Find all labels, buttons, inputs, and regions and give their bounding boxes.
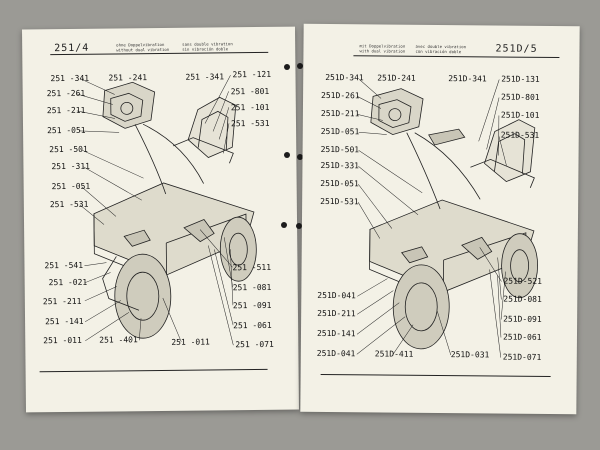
part-label: 251 -211 <box>46 105 86 116</box>
part-label: 251 -061 <box>233 320 272 331</box>
part-label: 251 -531 <box>49 199 89 210</box>
binder-hole <box>297 63 303 69</box>
part-label: 251 -051 <box>47 125 86 136</box>
part-label: 251D-211 <box>317 308 356 319</box>
part-label: 251D-081 <box>503 294 542 304</box>
part-label: 251 -531 <box>230 118 270 129</box>
part-label: 251 -501 <box>49 144 88 155</box>
part-label: 251D-331 <box>320 160 360 171</box>
part-label: 251 -051 <box>51 181 91 192</box>
part-label: 251D-071 <box>502 352 542 362</box>
part-label: 251D-531 <box>500 130 540 140</box>
binder-hole <box>284 152 290 158</box>
part-label: 251D-041 <box>316 348 356 359</box>
part-label: 251D-051 <box>320 178 359 189</box>
part-label: 251D-211 <box>320 108 360 119</box>
part-label: 251D-411 <box>374 349 414 359</box>
part-label: 251D-131 <box>501 74 540 84</box>
part-label: 251 -011 <box>171 337 210 347</box>
part-label: 251 -311 <box>51 161 91 172</box>
binder-hole <box>296 223 302 229</box>
part-label: 251D-341 <box>448 74 487 84</box>
part-label: 251 -071 <box>235 339 274 350</box>
part-label: 251 -141 <box>45 316 84 327</box>
part-label: 251 -021 <box>48 277 88 288</box>
part-label: 251 -511 <box>232 262 272 273</box>
part-label: 251 -401 <box>99 335 138 345</box>
part-label: 251D-341 <box>325 72 364 83</box>
binder-hole <box>281 222 287 228</box>
part-label: 251D-051 <box>320 126 360 137</box>
part-label: 251 -541 <box>44 260 84 271</box>
exploded-roller-drawing <box>356 79 538 358</box>
right-page: mit Doppelvibration with dual vibration … <box>300 23 580 415</box>
left-page: 251/4 ohne Doppelvibration without dual … <box>22 26 299 413</box>
part-label: 251D-521 <box>503 276 543 286</box>
part-label: 251D-501 <box>320 144 360 155</box>
part-label: 251 -341 <box>50 73 90 84</box>
part-label: 251 -081 <box>232 282 272 293</box>
part-label: 251 -091 <box>232 300 272 311</box>
part-label: 251D-061 <box>502 332 542 342</box>
part-label: 251 -101 <box>230 102 270 113</box>
part-label: 251D-531 <box>320 196 359 207</box>
part-label: 251 -261 <box>46 88 86 99</box>
part-label: 251 -801 <box>230 86 270 97</box>
binder-hole <box>284 64 290 70</box>
part-label: 251 -211 <box>42 296 82 307</box>
part-label: 251D-041 <box>317 290 356 301</box>
binder-hole <box>297 154 303 160</box>
part-label: 251D-261 <box>321 90 360 101</box>
part-label: 251D-091 <box>503 314 542 324</box>
part-label: 251D-031 <box>450 350 490 360</box>
part-label: 251D-101 <box>500 110 540 120</box>
part-label: 251 -121 <box>232 69 272 80</box>
part-label: 251D-241 <box>377 73 416 83</box>
part-label: 251 -011 <box>43 335 82 346</box>
part-label: 251 -241 <box>108 73 148 83</box>
part-label: 251D-801 <box>501 92 540 102</box>
part-label: 251D-141 <box>316 328 356 339</box>
part-label: 251 -341 <box>185 72 225 82</box>
exploded-roller-drawing <box>76 75 257 346</box>
